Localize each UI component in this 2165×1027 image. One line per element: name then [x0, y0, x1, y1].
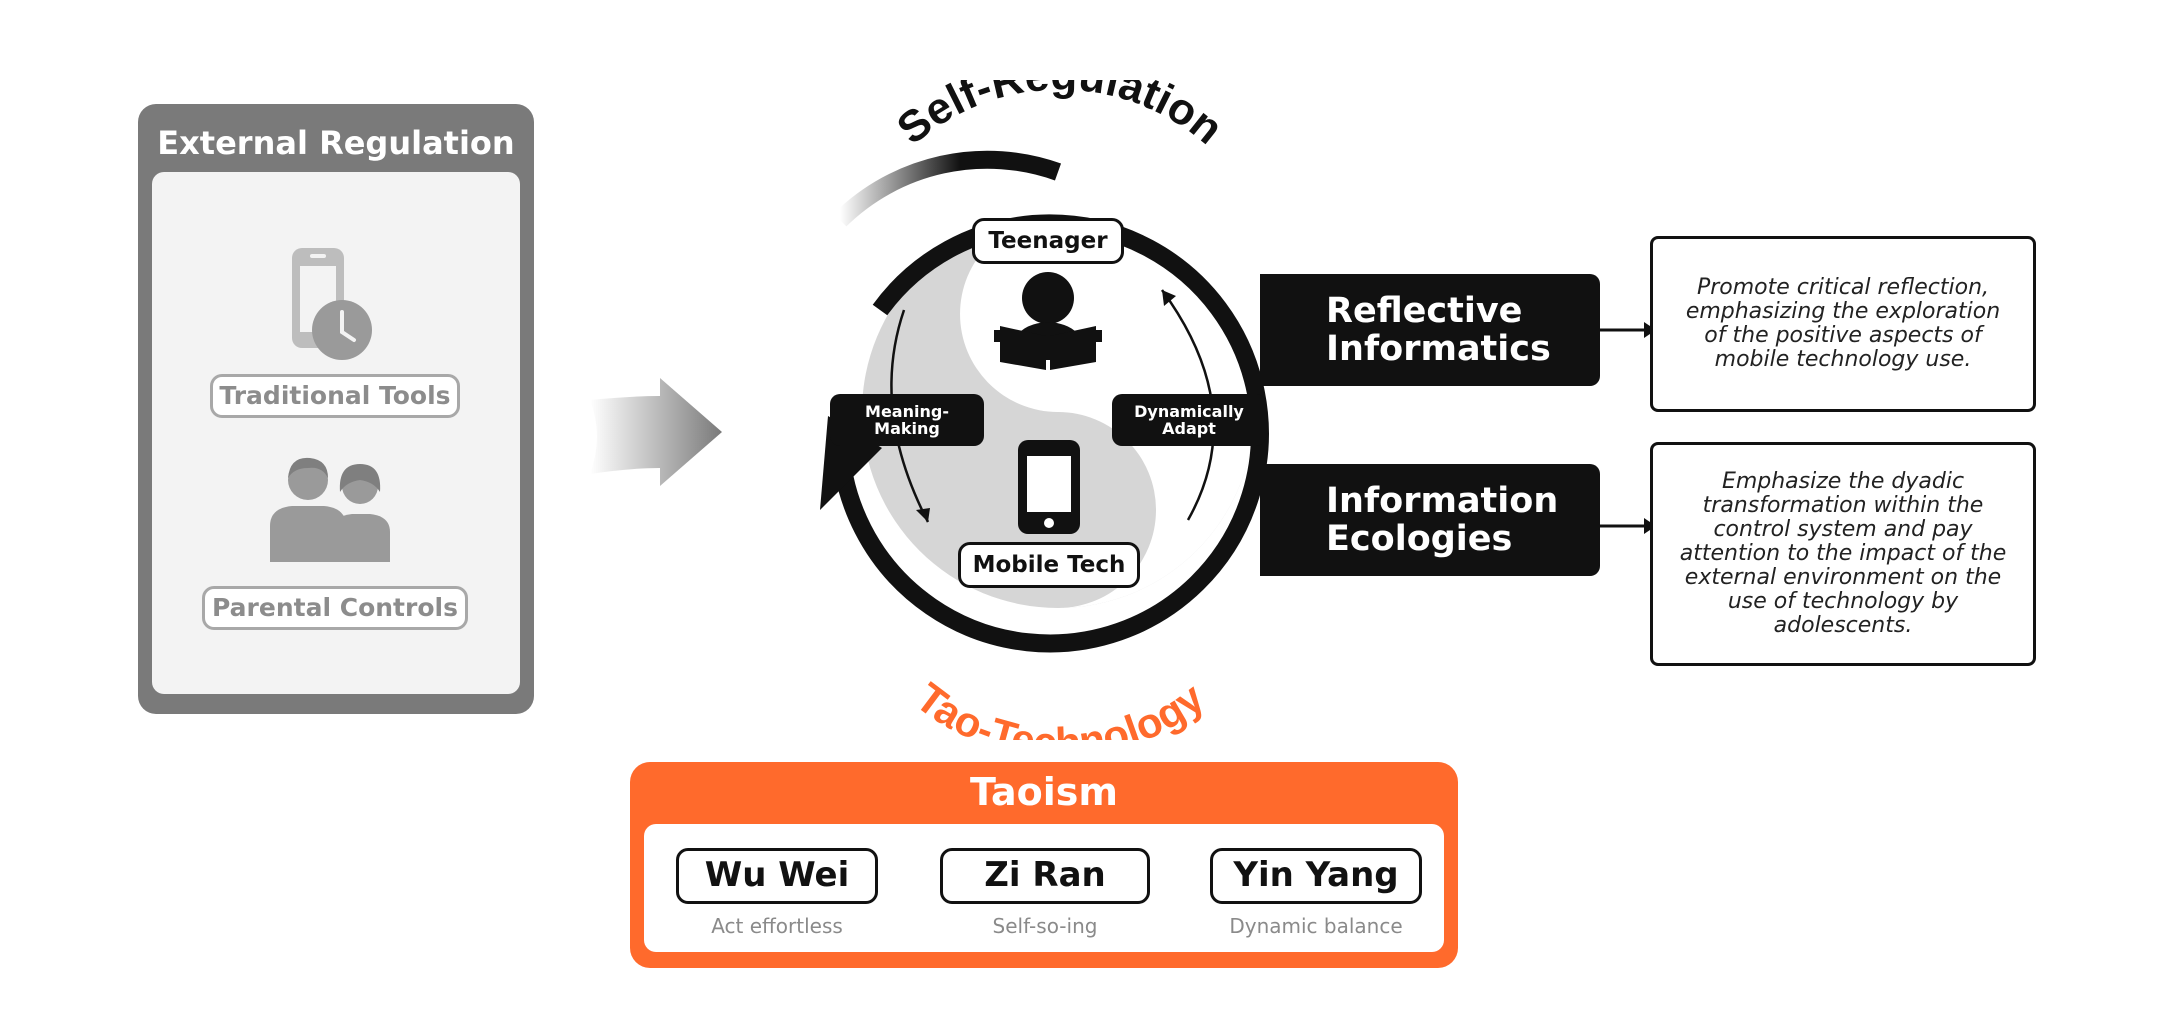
transition-arrow [590, 378, 722, 486]
external-regulation-title: External Regulation [157, 124, 515, 162]
taoism-title: Taoism [969, 770, 1118, 814]
tao-technology-label: Tao-Technology [908, 673, 1213, 740]
information-ecologies-block: Information Ecologies [1260, 464, 1600, 576]
traditional-tools-label: Traditional Tools [210, 374, 460, 418]
zi-ran-meaning: Self-so-ing [992, 914, 1098, 938]
parents-icon [270, 457, 390, 562]
teenager-label: Teenager [972, 218, 1124, 264]
mobile-tech-label: Mobile Tech [958, 542, 1140, 588]
phone-clock-icon [292, 248, 372, 360]
teenager-reading-icon [994, 272, 1102, 370]
taoism-concepts: Wu Wei Act effortless Zi Ran Self-so-ing… [644, 824, 1444, 952]
ecologies-line2: Ecologies [1326, 519, 1513, 559]
parental-controls-label: Parental Controls [202, 586, 468, 630]
reflective-line2: Informatics [1326, 329, 1551, 369]
mobile-phone-icon [1018, 440, 1080, 534]
reflective-informatics-block: Reflective Informatics [1260, 274, 1600, 386]
external-regulation-content: Traditional Tools Parental Controls [152, 172, 520, 694]
zi-ran-label: Zi Ran [940, 848, 1150, 904]
wu-wei-meaning: Act effortless [711, 914, 843, 938]
wu-wei-label: Wu Wei [676, 848, 878, 904]
ecologies-line1: Information [1326, 481, 1559, 521]
reflective-informatics-description: Promote critical reflection, emphasizing… [1650, 236, 2036, 412]
self-regulation-label: Self-Regulation [888, 80, 1232, 154]
information-ecologies-description: Emphasize the dyadic transformation with… [1650, 442, 2036, 666]
external-regulation-panel: External Regulation Traditional Tools Pa… [138, 104, 534, 714]
reflective-line1: Reflective [1326, 291, 1523, 331]
yin-yang-meaning: Dynamic balance [1229, 914, 1403, 938]
meaning-making-tag: Meaning- Making [830, 394, 984, 446]
tao-cycle-diagram: Self-Regulation Tao-Technology [820, 80, 1269, 740]
yin-yang-label: Yin Yang [1210, 848, 1422, 904]
taoism-panel: Taoism Wu Wei Act effortless Zi Ran Self… [630, 762, 1458, 968]
dynamically-adapt-tag: Dynamically Adapt [1112, 394, 1266, 446]
